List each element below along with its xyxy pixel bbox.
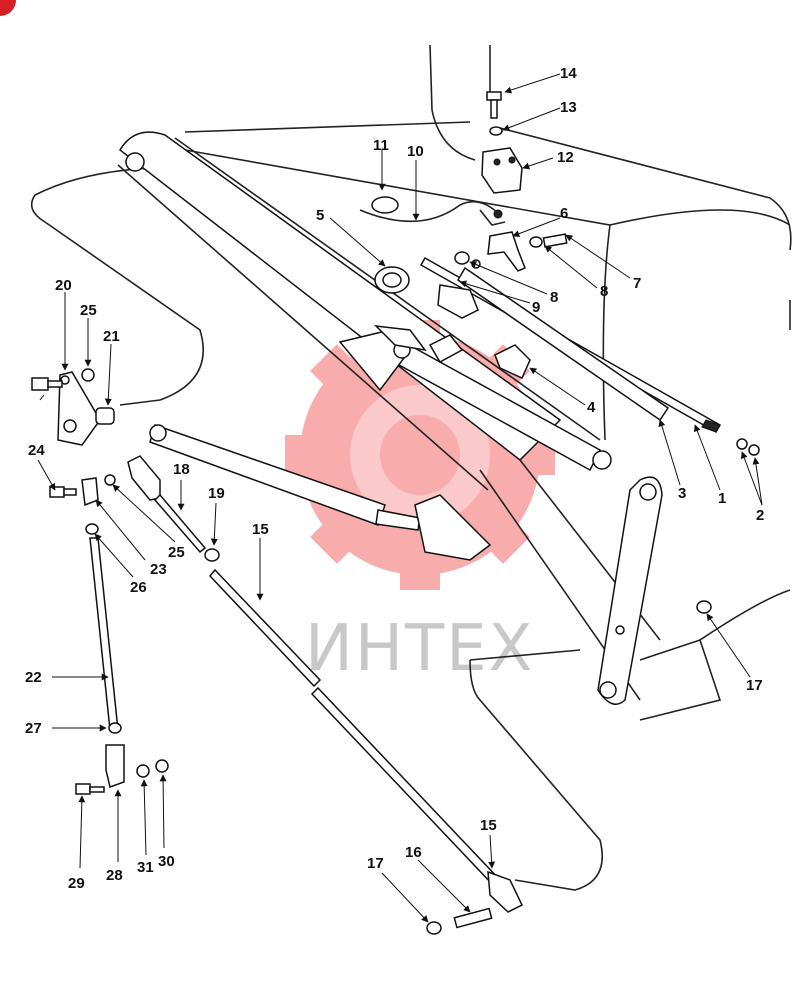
callout-leaders bbox=[37, 73, 763, 923]
nuts-washers-2 bbox=[736, 438, 760, 456]
lower-cylinder bbox=[149, 424, 492, 561]
callout-17b: 17 bbox=[367, 855, 384, 872]
callout-30: 30 bbox=[158, 853, 175, 870]
mount-block-group bbox=[481, 91, 523, 194]
callout-12: 12 bbox=[557, 149, 574, 166]
left-linkage bbox=[31, 368, 207, 795]
callout-25a: 25 bbox=[80, 302, 97, 319]
callout-31: 31 bbox=[137, 859, 154, 876]
callout-27: 27 bbox=[25, 720, 42, 737]
callout-23: 23 bbox=[150, 561, 167, 578]
rod-assembly bbox=[373, 256, 722, 434]
callout-10: 10 bbox=[407, 143, 424, 160]
callout-6: 6 bbox=[560, 205, 568, 222]
callout-numbers: 14 13 12 11 10 5 6 7 8 8 9 4 3 1 2 17 20… bbox=[25, 65, 764, 892]
frame-outline bbox=[30, 44, 792, 891]
callout-1: 1 bbox=[718, 490, 726, 507]
callout-25b: 25 bbox=[168, 544, 185, 561]
callout-8b: 8 bbox=[600, 283, 608, 300]
callout-19: 19 bbox=[208, 485, 225, 502]
callout-15a: 15 bbox=[252, 521, 269, 538]
callout-16: 16 bbox=[405, 844, 422, 861]
callout-11: 11 bbox=[373, 137, 389, 154]
callout-7: 7 bbox=[633, 275, 641, 292]
watermark-text: ИНТЕХ bbox=[305, 612, 534, 686]
callout-5: 5 bbox=[316, 207, 324, 224]
callout-21: 21 bbox=[103, 328, 120, 345]
callout-8a: 8 bbox=[550, 289, 558, 306]
callout-3: 3 bbox=[678, 485, 686, 502]
callout-17a: 17 bbox=[746, 677, 763, 694]
callout-9: 9 bbox=[532, 299, 540, 316]
wire-harness bbox=[359, 196, 506, 226]
callout-14: 14 bbox=[560, 65, 577, 82]
callout-18: 18 bbox=[173, 461, 190, 478]
hose-clamp bbox=[374, 266, 410, 294]
callout-24: 24 bbox=[28, 442, 45, 459]
callout-2: 2 bbox=[756, 507, 764, 524]
callout-29: 29 bbox=[68, 875, 85, 892]
callout-28: 28 bbox=[106, 867, 123, 884]
upper-cylinder bbox=[338, 329, 612, 472]
callout-20: 20 bbox=[55, 277, 72, 294]
callout-22: 22 bbox=[25, 669, 42, 686]
bellcrank-link bbox=[597, 476, 663, 705]
callout-26: 26 bbox=[130, 579, 147, 596]
red-corner-badge-icon bbox=[0, 0, 16, 16]
control-rod bbox=[204, 548, 712, 935]
switch-bracket bbox=[454, 231, 568, 272]
callout-15b: 15 bbox=[480, 817, 497, 834]
callout-4: 4 bbox=[587, 399, 596, 416]
callout-13: 13 bbox=[560, 99, 577, 116]
